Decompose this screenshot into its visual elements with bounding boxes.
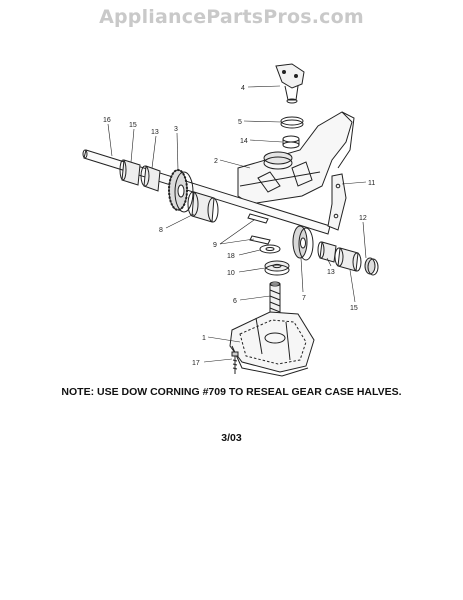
- callout-17: 17: [192, 360, 200, 367]
- revision-date: 3/03: [221, 432, 242, 444]
- callout-5: 5: [238, 119, 242, 126]
- part-7-drive-gear[interactable]: [292, 225, 314, 261]
- callout-3: 3: [174, 126, 178, 133]
- callout-1: 1: [202, 335, 206, 342]
- callout-6: 6: [233, 298, 237, 305]
- callout-14: 14: [240, 138, 248, 145]
- part-13-bearing-right[interactable]: [317, 241, 337, 263]
- part-17-bolt[interactable]: [231, 351, 239, 374]
- part-15-spacer-right[interactable]: [334, 247, 362, 272]
- callout-8: 8: [159, 227, 163, 234]
- part-2-gear-case-upper[interactable]: [237, 111, 355, 205]
- part-18-washer[interactable]: [259, 244, 281, 254]
- callout-15-right: 15: [350, 305, 358, 312]
- callout-18: 18: [227, 253, 235, 260]
- part-15-spacer-left[interactable]: [119, 159, 141, 186]
- callout-16: 16: [103, 117, 111, 124]
- part-8-collar[interactable]: [187, 191, 219, 223]
- part-10-bearing[interactable]: [264, 260, 290, 276]
- callout-2: 2: [214, 158, 218, 165]
- callout-13-right: 13: [327, 269, 335, 276]
- part-12-end-cap[interactable]: [364, 257, 379, 276]
- part-1-gear-case-lower[interactable]: [229, 311, 315, 377]
- part-13-bearing-left[interactable]: [140, 165, 161, 192]
- leader-lines: [107, 85, 367, 363]
- callout-9: 9: [213, 242, 217, 249]
- callout-11: 11: [368, 180, 375, 187]
- callout-7: 7: [302, 295, 306, 302]
- callout-10: 10: [227, 270, 235, 277]
- watermark: AppliancePartsPros.com: [99, 6, 364, 28]
- part-4-bracket[interactable]: [275, 63, 305, 104]
- callout-15-left: 15: [129, 122, 137, 129]
- callout-numbers: 4 5 14 2 16 15 13 3 8 9 18 10 6 1 17 7 1…: [103, 85, 375, 367]
- part-5-ring[interactable]: [280, 116, 304, 129]
- part-9-keys[interactable]: [247, 213, 271, 245]
- reseal-note: NOTE: USE DOW CORNING #709 TO RESEAL GEA…: [61, 386, 402, 398]
- callout-13-left: 13: [151, 129, 159, 136]
- callout-12: 12: [359, 215, 367, 222]
- callout-4: 4: [241, 85, 245, 92]
- part-14-bushing[interactable]: [282, 135, 300, 149]
- part-11-bracket-plate[interactable]: [327, 173, 347, 231]
